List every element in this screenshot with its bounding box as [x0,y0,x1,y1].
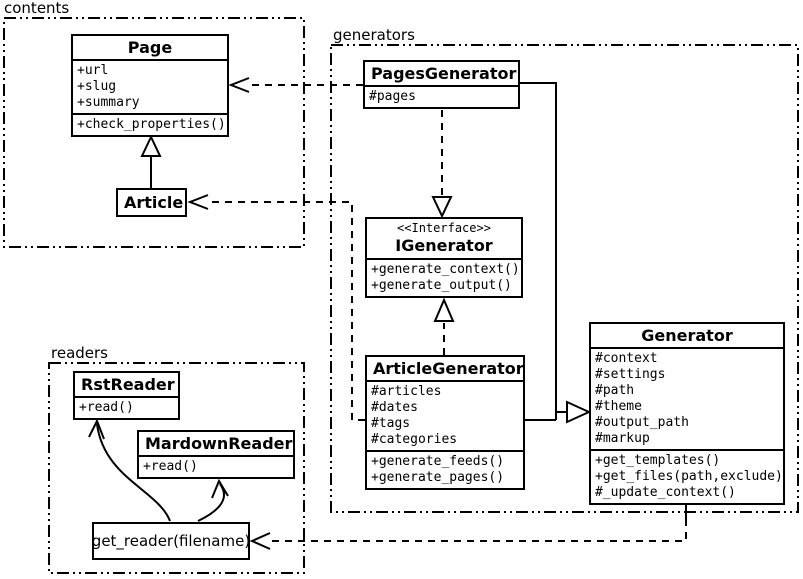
attribute: #pages [369,89,416,104]
class-articlegenerator: ArticleGenerator #articles #dates #tags … [365,355,525,490]
attribute: +summary [77,95,140,110]
methods-compartment: +generate_feeds() +generate_pages() [367,450,523,488]
attribute: #theme [595,399,642,414]
stereotype-label: <<Interface>> [397,221,491,235]
attribute: #articles [371,384,442,399]
package-contents-border [3,17,305,248]
attribute: +slug [77,79,117,94]
edge-generators-extend-generator [520,82,567,421]
open-arrowhead-icon [88,418,105,440]
open-arrowhead-icon [249,532,271,550]
realization-triangle-icon [433,297,455,322]
class-mardownreader: MardownReader +read() [137,430,295,479]
attribute: #tags [371,416,411,431]
class-title: Page [127,38,173,57]
open-arrowhead-icon [211,478,229,499]
class-title: PagesGenerator [371,64,517,83]
package-label-readers: readers [51,344,108,362]
attribute: #markup [595,431,650,446]
method: +generate_context() [371,262,520,277]
methods-compartment: +read() [139,455,293,477]
inheritance-triangle-icon [140,134,162,157]
edge-getreader-calls-rstreader [96,423,171,522]
open-arrowhead-icon [187,194,209,210]
method: +generate_pages() [371,470,505,485]
method: #_update_context() [595,485,736,500]
class-title-block: <<Interface>> IGenerator [367,219,521,258]
open-arrowhead-icon [228,77,250,93]
method: +generate_output() [371,278,512,293]
interface-igenerator: <<Interface>> IGenerator +generate_conte… [365,217,523,298]
class-pagesgenerator: PagesGenerator #pages [363,60,520,109]
attribute: #dates [371,400,418,415]
edge-generator-uses-getreader [272,519,687,542]
method: +get_templates() [595,453,721,468]
method: +read() [79,400,134,415]
package-readers-border [48,362,305,574]
class-title: MardownReader [145,434,293,453]
package-label-contents: contents [4,0,70,17]
method: +get_files(path,exclude) [595,469,783,484]
package-label-generators: generators [333,26,415,44]
attribute: +url [77,63,109,78]
methods-compartment: +generate_context() +generate_output() [367,258,521,296]
realization-triangle-icon [431,196,453,219]
edge-articlegenerator-uses-article [210,201,365,421]
attributes-compartment: #articles #dates #tags #categories [367,380,523,450]
class-title: RstReader [81,375,175,394]
attribute: #categories [371,432,458,447]
method: +read() [143,459,198,474]
function-get-reader: get_reader(filename) [92,522,250,560]
methods-compartment: +get_templates() +get_files(path,exclude… [591,449,783,503]
class-title: ArticleGenerator [373,359,524,378]
class-title: Generator [641,326,733,345]
package-generators-border [330,44,799,513]
function-label: get_reader(filename) [91,532,251,550]
attributes-compartment: #pages [365,85,518,107]
method: +check_properties() [77,117,226,132]
attributes-compartment: +url +slug +summary [73,59,227,113]
attributes-compartment: #context #settings #path #theme #output_… [591,347,783,449]
class-title: IGenerator [395,236,493,255]
edge-getreader-calls-mardownreader [197,483,226,522]
class-title: Article [124,193,184,212]
methods-compartment: +check_properties() [73,113,227,135]
attribute: #path [595,383,635,398]
class-page: Page +url +slug +summary +check_properti… [71,34,229,137]
attribute: #context [595,351,658,366]
attribute: #settings [595,367,666,382]
method: +generate_feeds() [371,454,505,469]
class-rstreader: RstReader +read() [73,371,180,420]
class-article: Article [116,188,187,217]
methods-compartment: +read() [75,396,178,418]
inheritance-triangle-icon [566,400,592,424]
attribute: #output_path [595,415,689,430]
class-generator: Generator #context #settings #path #them… [589,322,785,505]
